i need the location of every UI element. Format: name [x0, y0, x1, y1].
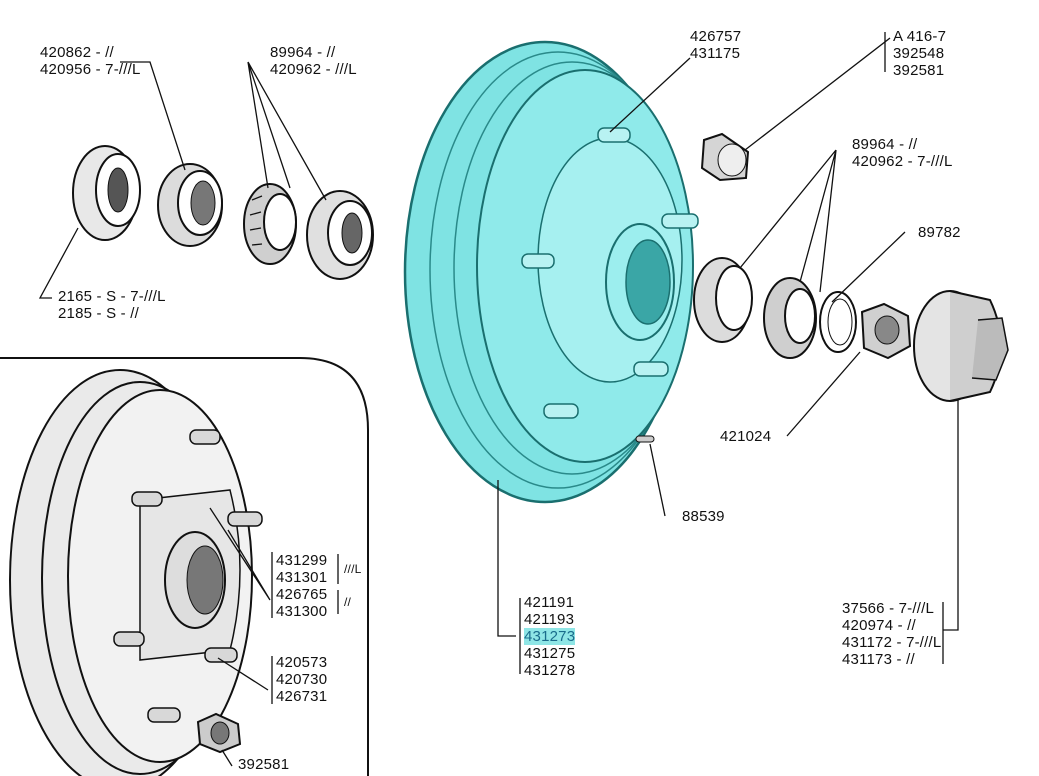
label-inset-nut: 392581 — [238, 756, 290, 773]
inset-panel-border — [0, 357, 369, 776]
bearing-cup-left-outer-drawing — [306, 190, 374, 280]
label-inset-hub-b-tag: // — [344, 595, 352, 609]
label-brackets — [271, 32, 944, 704]
highlighted-part-number: 431273 — [524, 628, 576, 645]
washer-drawing — [819, 291, 857, 353]
label-cotter-pin: 88539 — [682, 508, 725, 525]
lug-nut-drawing — [700, 132, 750, 182]
bearing-cone-right-drawing — [763, 277, 817, 359]
inset-hub-drawing — [9, 369, 253, 776]
label-hub-drum: 421191 421193 431273 431275 431278 — [524, 594, 576, 679]
label-hub-cap: 37566 - 7-///L 420974 - // 431172 - 7-//… — [842, 600, 942, 668]
label-inset-hub-a-tag: ///L — [344, 562, 362, 576]
wheel-studs-drawing — [521, 127, 699, 419]
leader-lines — [38, 37, 959, 767]
inset-lug-nut-drawing — [196, 712, 242, 754]
grease-seal-drawing — [72, 145, 141, 241]
cotter-pin-drawing — [635, 435, 655, 443]
hub-cap-drawing — [913, 290, 1009, 402]
label-inset-stud: 420573 420730 426731 — [276, 654, 328, 705]
label-wheel-stud: 426757 431175 — [690, 28, 742, 62]
castle-nut-drawing — [860, 302, 912, 360]
bearing-cup-left-drawing — [157, 163, 223, 247]
label-bearing-cone-right: 89964 - // 420962 - 7-///L — [852, 136, 953, 170]
label-lug-nut: A 416-7 392548 392581 — [893, 28, 947, 79]
label-washer: 89782 — [918, 224, 961, 241]
label-castle-nut: 421024 — [720, 428, 772, 445]
inset-studs-drawing — [113, 429, 263, 723]
label-grease-seal: 2165 - S - 7-///L 2185 - S - // — [58, 288, 166, 322]
brake-drum-drawing — [403, 40, 694, 504]
label-bearing-cup-left: 420862 - // 420956 - 7-///L — [40, 44, 141, 78]
bearing-cup-right-drawing — [693, 257, 753, 343]
bearing-cone-left-drawing — [243, 183, 297, 265]
label-inset-hub-b: 426765 431300 — [276, 586, 328, 620]
label-bearing-cone-left: 89964 - // 420962 - ///L — [270, 44, 357, 78]
label-inset-hub-a: 431299 431301 — [276, 552, 328, 586]
